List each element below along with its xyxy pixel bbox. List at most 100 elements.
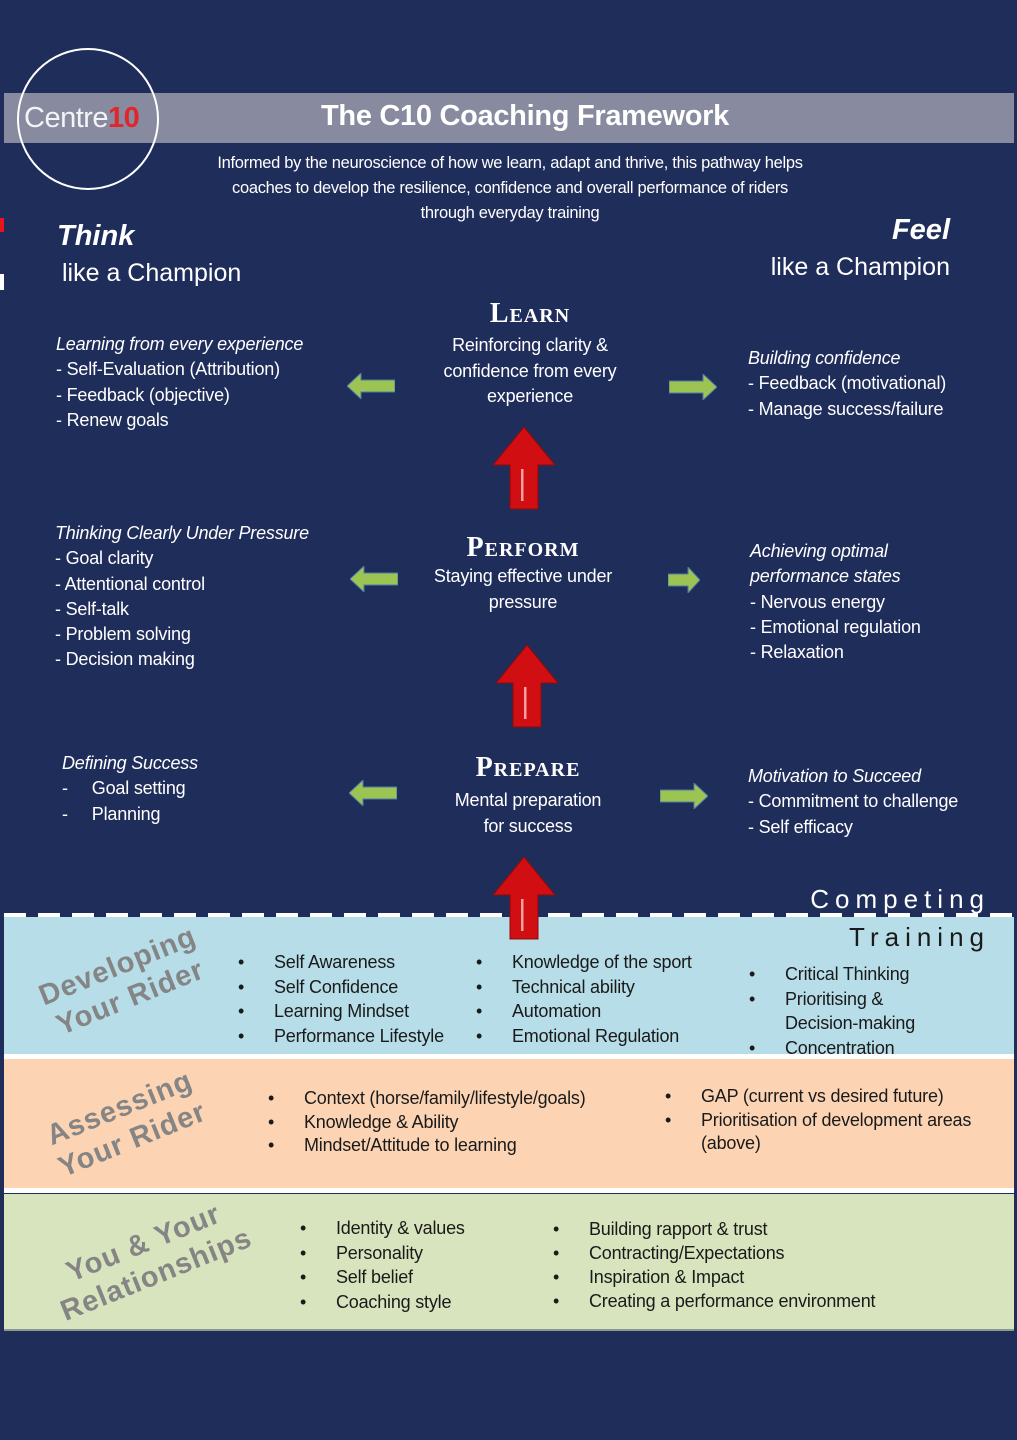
think-subheading: like a Champion <box>62 259 242 287</box>
block-item: - Manage success/failure <box>748 398 944 419</box>
list-item: •Personality <box>300 1242 423 1263</box>
list-item: •Concentration <box>749 1037 895 1058</box>
list-item: •Learning Mindset <box>238 1001 409 1021</box>
subtitle: Informed by the neuroscience of how we l… <box>160 151 860 226</box>
list-item: •Inspiration & Impact <box>553 1267 745 1287</box>
arrow-right-icon <box>669 374 717 400</box>
block-item: - Self-talk <box>55 598 129 619</box>
block-item: - Emotional regulation <box>750 616 921 637</box>
arrow-left-icon <box>350 566 398 592</box>
block-item: - Planning <box>62 803 161 824</box>
zone-label-training: Training <box>849 922 990 952</box>
bullet-list: •Critical Thinking •Prioritising & Decis… <box>749 962 915 1060</box>
think-heading: Think <box>57 220 135 252</box>
arrow-right-icon <box>668 567 700 593</box>
block-item: - Feedback (motivational) <box>748 373 947 394</box>
band-relationships <box>4 1194 1014 1331</box>
stage-desc-line: Staying effective under <box>433 566 613 586</box>
learn-left-block: Learning from every experience - Self-Ev… <box>56 332 303 433</box>
block-item: - Nervous energy <box>750 591 885 612</box>
block-item: - Attentional control <box>55 573 205 594</box>
list-item: •Prioritising & Decision-making <box>749 988 916 1034</box>
band-developing <box>4 917 1014 1054</box>
subtitle-line: through everyday training <box>420 204 600 222</box>
list-item: •Self belief <box>300 1267 413 1287</box>
edge-mark <box>0 274 4 290</box>
list-item: •GAP (current vs desired future) <box>665 1086 944 1106</box>
list-item: •Context (horse/family/lifestyle/goals) <box>268 1088 586 1108</box>
stage-desc-line: for success <box>483 815 573 836</box>
block-heading: Motivation to Succeed <box>748 766 921 786</box>
stage-prepare: Prepare Mental preparation for success <box>408 752 648 839</box>
list-item: •Technical ability <box>476 976 635 997</box>
block-item: - Commitment to challenge <box>748 791 959 812</box>
arrow-up-icon <box>494 644 560 728</box>
band-divider <box>4 1054 1014 1059</box>
bullet-list: •Knowledge of the sport •Technical abili… <box>476 950 692 1048</box>
list-item: •Creating a performance environment <box>553 1291 876 1311</box>
subtitle-line: Informed by the neuroscience of how we l… <box>217 154 803 172</box>
arrow-up-icon <box>491 856 557 940</box>
title-band <box>4 93 1014 143</box>
feel-heading: Feel <box>891 214 950 246</box>
arrow-up-icon <box>491 426 557 510</box>
stage-name: Learn <box>489 298 571 329</box>
list-item: •Performance Lifestyle <box>238 1025 444 1046</box>
list-item: •Automation <box>476 1001 602 1021</box>
stage-desc-line: experience <box>486 386 574 406</box>
block-item: - Problem solving <box>55 624 191 645</box>
bullet-list: •Building rapport & trust •Contracting/E… <box>553 1217 876 1313</box>
stage-learn: Learn Reinforcing clarity & confidence f… <box>410 298 650 410</box>
block-heading: performance states <box>750 566 901 587</box>
list-item: •Self Confidence <box>238 976 399 997</box>
logo: Centre10 <box>24 102 140 135</box>
arrow-left-icon <box>347 373 395 399</box>
block-heading: Learning from every experience <box>56 334 304 354</box>
perform-left-block: Thinking Clearly Under Pressure - Goal c… <box>55 521 309 673</box>
logo-word: Centre <box>24 102 109 134</box>
block-item: - Self-Evaluation (Attribution) <box>56 359 280 380</box>
arrow-left-icon <box>349 780 397 806</box>
competing-training-divider <box>4 913 1014 917</box>
perform-right-block: Achieving optimal performance states - N… <box>750 539 921 665</box>
band-divider <box>4 1188 1014 1193</box>
block-heading: Achieving optimal <box>750 541 888 561</box>
bullet-list: •Context (horse/family/lifestyle/goals) … <box>268 1087 586 1158</box>
list-item: •Critical Thinking <box>749 964 910 984</box>
block-item: - Decision making <box>55 649 195 670</box>
list-item: •Emotional Regulation <box>476 1025 680 1046</box>
block-heading: Defining Success <box>62 753 198 773</box>
logo-accent: 10 <box>108 102 140 134</box>
list-item: •Prioritisation of development areas (ab… <box>665 1109 972 1154</box>
stage-desc-line: Mental preparation <box>454 790 602 810</box>
bullet-list: •Identity & values •Personality •Self be… <box>300 1216 465 1314</box>
bullet-list: •Self Awareness •Self Confidence •Learni… <box>238 950 444 1048</box>
page-title: The C10 Coaching Framework <box>321 100 729 132</box>
block-item: - Renew goals <box>56 409 169 430</box>
stage-desc-line: pressure <box>488 591 558 612</box>
list-item: •Self Awareness <box>238 952 395 972</box>
list-item: •Building rapport & trust <box>553 1219 768 1239</box>
feel-subheading: like a Champion <box>770 253 950 281</box>
block-item: - Goal clarity <box>55 548 154 569</box>
block-heading: Thinking Clearly Under Pressure <box>55 523 309 543</box>
logo-circle <box>17 48 159 190</box>
block-item: - Self efficacy <box>748 816 853 837</box>
list-item: •Knowledge & Ability <box>268 1111 459 1132</box>
prepare-left-block: Defining Success - Goal setting - Planni… <box>62 751 198 827</box>
learn-right-block: Building confidence - Feedback (motivati… <box>748 346 946 422</box>
block-item: - Relaxation <box>750 642 844 663</box>
band-assessing <box>4 1059 1014 1188</box>
stage-desc-line: Reinforcing clarity & <box>452 335 608 355</box>
block-item: - Feedback (objective) <box>56 384 230 405</box>
block-item: - Goal setting <box>62 778 186 799</box>
stage-perform: Perform Staying effective under pressure <box>403 532 643 615</box>
stage-name: Perform <box>466 532 580 563</box>
list-item: •Coaching style <box>300 1291 452 1312</box>
list-item: •Identity & values <box>300 1218 465 1238</box>
bullet-list: •GAP (current vs desired future) •Priori… <box>665 1085 971 1156</box>
stage-desc-line: confidence from every <box>443 360 617 381</box>
subtitle-line: coaches to develop the resilience, confi… <box>232 179 788 197</box>
list-item: •Mindset/Attitude to learning <box>268 1135 517 1155</box>
stage-name: Prepare <box>475 752 581 783</box>
